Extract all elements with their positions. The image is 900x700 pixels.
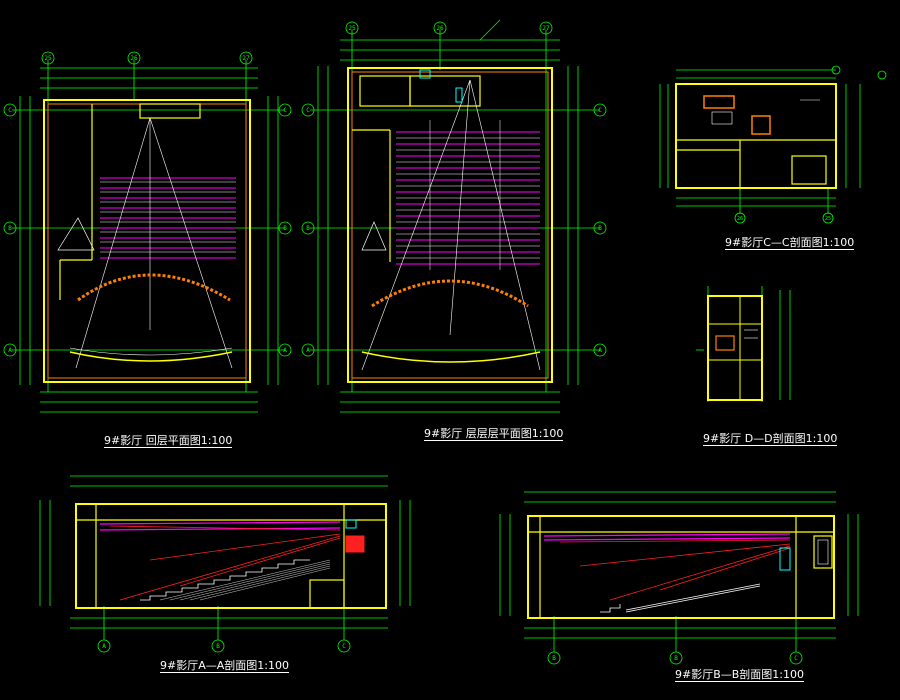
grid-label: B [674,655,678,662]
caption-text: 9#影厅A—A剖面图1:100 [160,659,289,673]
caption-text: 9#影厅 回层平面图1:100 [104,434,233,448]
grid-label: 25 [825,216,831,222]
grid-label: C [342,643,346,650]
grid-label: 27 [242,55,250,62]
caption-section-a: 9#影厅A—A剖面图1:100 [160,657,289,673]
grid-label: A [598,347,602,354]
caption-text: 9#影厅C—C剖面图1:100 [725,236,855,250]
caption-text: 9#影厅 层层层平面图1:100 [424,427,564,441]
grid-label: B [306,225,310,232]
grid-label: B [8,225,12,232]
grid-label: 26 [737,216,743,222]
caption-section-d: 9#影厅 D—D剖面图1:100 [703,430,838,446]
grid-label: A [306,347,310,354]
grid-label: 25 [44,55,52,62]
caption-text: 9#影厅B—B剖面图1:100 [675,668,805,682]
section-a: A B C [39,475,411,653]
caption-plan-second-floor: 9#影厅 层层层平面图1:100 [424,425,564,441]
grid-label: B [283,225,287,232]
grid-label: C [8,107,12,114]
section-d [696,286,791,402]
caption-section-b: 9#影厅B—B剖面图1:100 [675,666,805,682]
grid-label: B [216,643,220,650]
grid-label: A [8,347,12,354]
grid-label: C [283,107,287,114]
grid-label: A [283,347,287,354]
section-b: B B C [499,491,859,665]
caption-text: 9#影厅 D—D剖面图1:100 [703,432,838,446]
grid-label: C [306,107,310,114]
grid-label: 26 [130,55,138,62]
grid-label: A [102,643,106,650]
grid-label: B [552,655,556,662]
caption-plan-first-floor: 9#影厅 回层平面图1:100 [104,432,233,448]
section-c: 26 25 [659,65,887,224]
grid-label: 26 [436,25,444,32]
caption-section-c: 9#影厅C—C剖面图1:100 [725,234,855,250]
grid-label: C [794,655,798,662]
grid-label: 27 [542,25,550,32]
plan-first-floor: 25 26 27 C B A C B A [3,51,292,413]
grid-label: 25 [348,25,356,32]
plan-second-floor: 25 26 27 C B A C B A [301,19,607,413]
grid-label: B [598,225,602,232]
grid-label: C [598,107,602,114]
